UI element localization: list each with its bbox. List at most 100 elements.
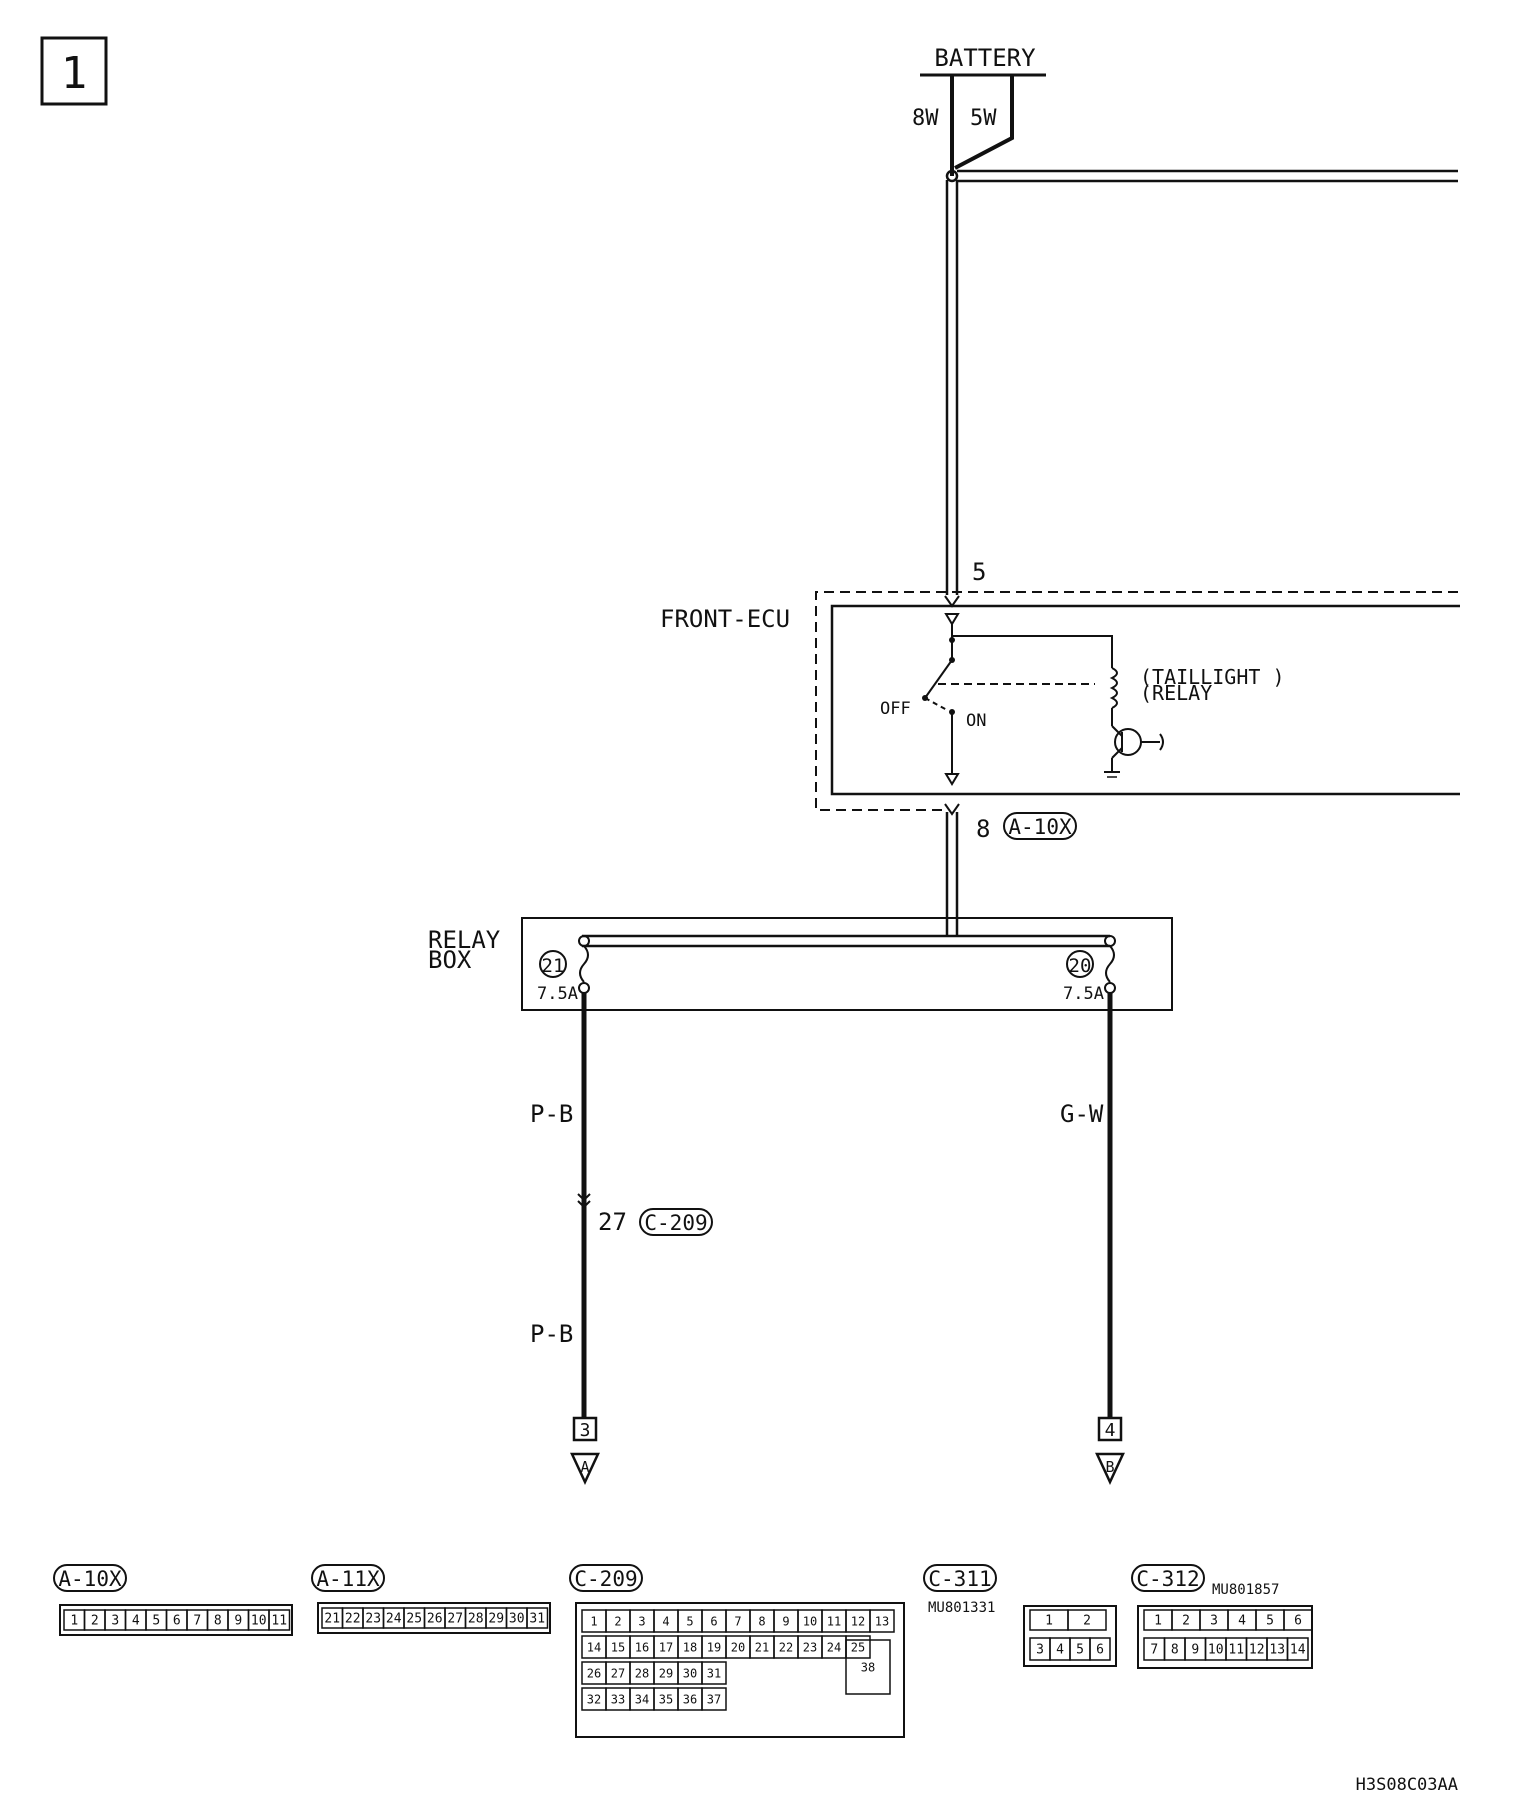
battery-splice	[945, 169, 959, 183]
front-ecu-input-pin: 5	[972, 558, 986, 586]
c209-pin-31-cell	[701, 1661, 727, 1685]
connector-c312-housing	[1137, 1605, 1313, 1669]
c209-pin-12: 12	[851, 1614, 865, 1628]
c209-pin-4: 4	[662, 1614, 669, 1628]
a10x-pin-4: 4	[132, 1614, 140, 1629]
fuse-20-number: 20	[1069, 955, 1092, 977]
a10x-pin-11-cell	[268, 1609, 291, 1631]
c209-pin-38-cell	[845, 1639, 891, 1695]
c209-pin-33: 33	[611, 1692, 625, 1706]
c209-pin-29: 29	[659, 1666, 673, 1680]
connector-c311-part: MU801331	[928, 1600, 995, 1616]
c311-pin-5: 5	[1076, 1643, 1084, 1658]
page-number-box	[40, 36, 108, 106]
c311-pin-6-cell	[1089, 1637, 1111, 1661]
fuse-21	[579, 945, 589, 983]
taillight-relay-label-2: (RELAY	[1140, 681, 1212, 705]
c209-pin-38: 38	[861, 1660, 875, 1674]
wire-left-upper-label: P-B	[530, 1100, 573, 1128]
a11x-pin-27: 27	[447, 1612, 463, 1627]
c209-pin-13: 13	[875, 1614, 889, 1628]
a11x-pin-29: 29	[488, 1612, 504, 1627]
battery-wire-8w: 8W	[912, 106, 939, 131]
switch-off-label: OFF	[880, 699, 911, 719]
a10x-pin-10: 10	[251, 1614, 267, 1629]
c312-pin-12: 12	[1249, 1643, 1265, 1658]
relay-box	[521, 917, 1173, 1011]
wire-left-lower-label: P-B	[530, 1320, 573, 1348]
a10x-pin-1: 1	[70, 1614, 78, 1629]
connector-c312-part: MU801857	[1212, 1582, 1279, 1598]
junction-connector-badge	[639, 1208, 713, 1236]
front-ecu-boundary	[815, 591, 1458, 811]
terminal-b-letter: B	[1105, 1458, 1114, 1476]
a11x-pin-28: 28	[468, 1612, 484, 1627]
a10x-pin-9: 9	[234, 1614, 242, 1629]
c312-pin-14-cell	[1286, 1637, 1309, 1661]
terminal-3-box	[572, 1416, 598, 1442]
relay-box-label-2: BOX	[428, 946, 472, 974]
battery-wire-5w: 5W	[970, 106, 997, 131]
c209-pin-8: 8	[758, 1614, 765, 1628]
connector-a10x-housing	[59, 1604, 293, 1636]
c209-pin-31: 31	[707, 1666, 721, 1680]
a11x-pin-30: 30	[509, 1612, 525, 1627]
c311-pin-2: 2	[1083, 1614, 1091, 1629]
c312-pin-3: 3	[1210, 1614, 1218, 1629]
a11x-pin-21: 21	[324, 1612, 340, 1627]
c311-pin-3: 3	[1036, 1643, 1044, 1658]
c312-pin-5: 5	[1266, 1614, 1274, 1629]
c311-pin-1: 1	[1045, 1614, 1053, 1629]
a11x-pin-31: 31	[529, 1612, 545, 1627]
connector-c209-housing	[575, 1602, 905, 1738]
c311-pin-6: 6	[1096, 1643, 1104, 1658]
c209-pin-37: 37	[707, 1692, 721, 1706]
c209-pin-27: 27	[611, 1666, 625, 1680]
c312-pin-8: 8	[1171, 1643, 1179, 1658]
c312-pin-9: 9	[1191, 1643, 1199, 1658]
c209-pin-11: 11	[827, 1614, 841, 1628]
front-ecu-box	[830, 604, 1460, 796]
connector-c311-name: C-311	[928, 1567, 991, 1591]
taillight-relay-label-1: (TAILLIGHT )	[1140, 665, 1285, 689]
terminal-4-box	[1097, 1416, 1123, 1442]
c209-pin-20: 20	[731, 1640, 745, 1654]
terminal-a-letter: A	[580, 1458, 589, 1476]
ecu-output-connector: A-10X	[1008, 815, 1072, 839]
a11x-pin-23: 23	[365, 1612, 381, 1627]
c209-pin-35: 35	[659, 1692, 673, 1706]
junction-connector: C-209	[644, 1211, 707, 1235]
front-ecu-output-pin: 8	[976, 815, 990, 843]
c312-pin-7: 7	[1150, 1643, 1158, 1658]
c209-pin-2: 2	[614, 1614, 621, 1628]
a11x-pin-22: 22	[345, 1612, 361, 1627]
connector-a11x-name: A-11X	[316, 1567, 380, 1591]
c312-pin-1: 1	[1154, 1614, 1162, 1629]
a11x-pin-26: 26	[427, 1612, 443, 1627]
wire-right-label: G-W	[1060, 1100, 1104, 1128]
a10x-pin-5: 5	[152, 1614, 160, 1629]
c209-pin-17: 17	[659, 1640, 673, 1654]
c209-pin-15: 15	[611, 1640, 625, 1654]
fuse-21-rating: 7.5A	[537, 984, 578, 1004]
a11x-pin-24: 24	[386, 1612, 402, 1627]
c209-pin-6: 6	[710, 1614, 717, 1628]
a11x-pin-31-cell	[526, 1607, 549, 1629]
a10x-pin-6: 6	[173, 1614, 181, 1629]
terminal-b-arrow	[1095, 1452, 1125, 1485]
connector-a10x-name: A-10X	[58, 1567, 122, 1591]
c209-pin-5: 5	[686, 1614, 693, 1628]
terminal-4-number: 4	[1105, 1420, 1116, 1441]
c209-pin-24: 24	[827, 1640, 841, 1654]
c209-pin-36: 36	[683, 1692, 697, 1706]
a10x-pin-2: 2	[91, 1614, 99, 1629]
front-ecu-label: FRONT-ECU	[660, 605, 790, 633]
c209-pin-32: 32	[587, 1692, 601, 1706]
c209-pin-9: 9	[782, 1614, 789, 1628]
c312-pin-14: 14	[1290, 1643, 1306, 1658]
c209-pin-22: 22	[779, 1640, 793, 1654]
